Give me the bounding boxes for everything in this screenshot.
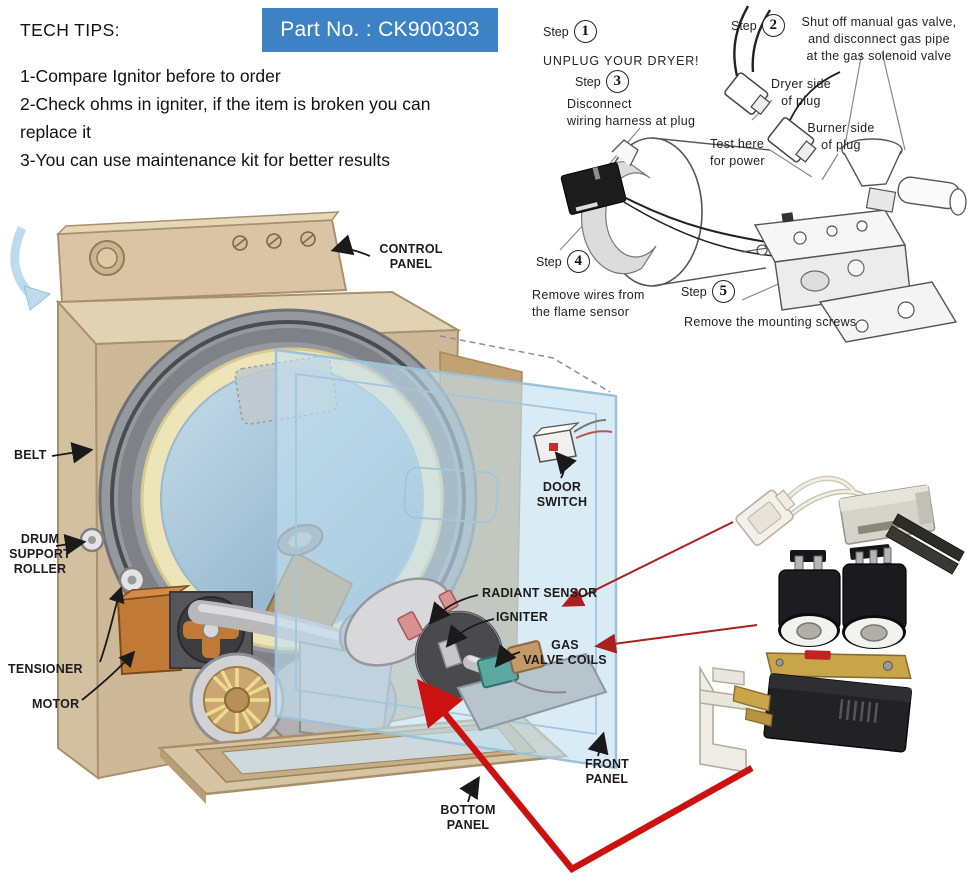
label-motor: MOTOR [32, 697, 80, 711]
label-front-panel: FRONT PANEL [584, 757, 630, 786]
tech-tip-1: 1-Compare Ignitor before to order [20, 66, 281, 86]
control-panel-art [56, 211, 348, 304]
label-belt: BELT [14, 448, 47, 462]
step-word: Step [543, 24, 569, 39]
label-bottom-panel: BOTTOM PANEL [440, 803, 496, 832]
blower-art [189, 640, 398, 754]
tech-tip-3: 3-You can use maintenance kit for better… [20, 150, 390, 170]
step-word: Step [575, 74, 601, 89]
motor-art [115, 585, 253, 676]
rollers-art [79, 527, 170, 608]
step-word: Step [536, 254, 562, 269]
tech-tips-title: TECH TIPS: [20, 20, 120, 40]
igniter-photo [735, 475, 965, 575]
step-2-text: Shut off manual gas valve, and disconnec… [801, 15, 957, 63]
label-gas-valve-coils: GAS VALVE COILS [523, 638, 607, 667]
blue-hinge-arrow-icon [10, 226, 153, 385]
dashed-guide-line [439, 335, 611, 393]
step-3-text: Disconnect wiring harness at plug [567, 97, 696, 128]
bottom-panel-art [157, 714, 569, 804]
label-radiant-sensor: RADIANT SENSOR [482, 586, 598, 600]
part-number-badge: Part No. : CK900303 [262, 8, 498, 52]
step-word: Step [731, 18, 757, 33]
step-4-number-icon: 4 [566, 250, 590, 273]
step-1-text: UNPLUG YOUR DRYER! [543, 54, 700, 68]
label-igniter: IGNITER [496, 610, 549, 624]
label-leader-arrows [51, 234, 609, 803]
label-tensioner: TENSIONER [8, 662, 83, 676]
dryer-side-annotation: Dryer side of plug [771, 77, 831, 108]
label-drum-support-roller: DRUM SUPPORT ROLLER [9, 532, 71, 576]
burner-side-annotation: Burner side of plug [807, 121, 875, 152]
step-2-label: Step 2 [731, 14, 785, 37]
step-3-label: Step 3 [575, 70, 629, 93]
step-2-number-icon: 2 [761, 14, 785, 37]
duct-art [188, 600, 382, 661]
label-control-panel: CONTROL PANEL [379, 242, 443, 271]
gas-valve-coils-photo [778, 544, 907, 649]
step-5-number-icon: 5 [711, 280, 735, 303]
flame-sensor-photo [699, 650, 913, 773]
test-power-annotation: Test here for power [710, 137, 765, 168]
cabinet-art [55, 290, 523, 781]
step-4-text: Remove wires from the flame sensor [532, 288, 645, 319]
step-4-label: Step 4 [536, 250, 590, 273]
tech-tip-2: 2-Check ohms in igniter, if the item is … [20, 94, 431, 142]
label-door-switch: DOOR SWITCH [536, 480, 588, 509]
door-switch-art [532, 419, 613, 463]
step-1-number-icon: 1 [573, 20, 597, 43]
step-5-text: Remove the mounting screws [684, 315, 857, 329]
drum-art [98, 308, 478, 688]
step-5-label: Step 5 [681, 280, 735, 303]
front-panel-art [274, 348, 618, 770]
step-1-label: Step 1 [543, 20, 597, 43]
step-3-number-icon: 3 [605, 70, 629, 93]
step-word: Step [681, 284, 707, 299]
